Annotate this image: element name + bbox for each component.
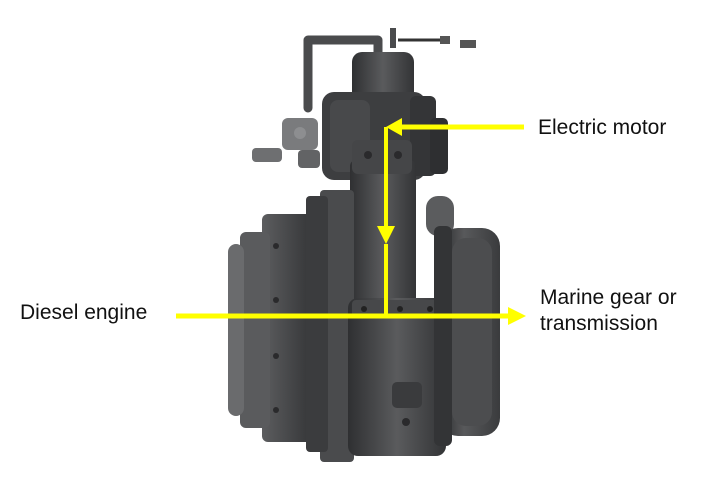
marine-gear-label-line1: Marine gear or — [540, 286, 677, 309]
arrow-diesel-to-marine-gear — [176, 307, 526, 325]
engine-assembly-illustration — [228, 28, 500, 462]
diesel-engine-label: Diesel engine — [20, 301, 148, 324]
electric-motor-label: Electric motor — [538, 116, 667, 139]
arrow-motor-to-shaft — [377, 127, 395, 314]
marine-gear-label-line2: transmission — [540, 312, 658, 335]
arrow-electric-motor — [386, 118, 524, 136]
marine-gear-label: Marine gear or transmission — [540, 285, 677, 337]
